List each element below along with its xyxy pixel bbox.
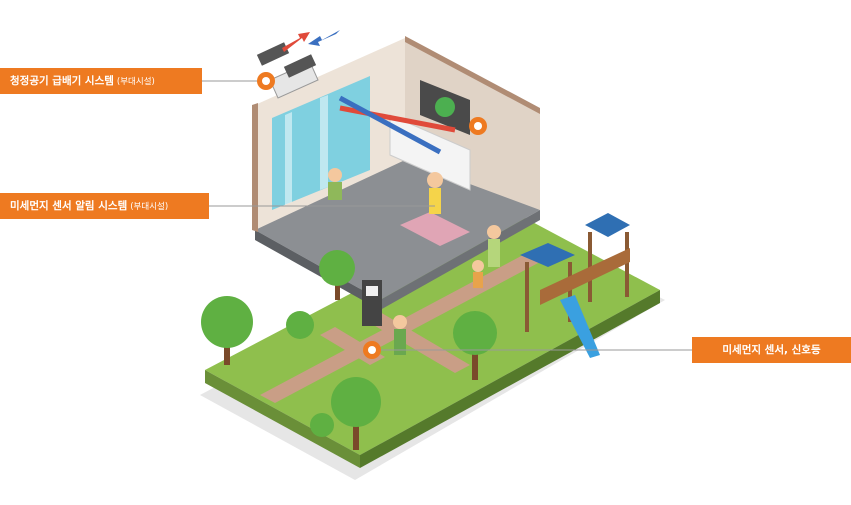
callout-dust-alert: 미세먼지 센서 알림 시스템(부대시설)	[0, 193, 209, 219]
arrow-intake	[308, 30, 340, 46]
callout-dust-sensor-text: 미세먼지 센서, 신호등	[722, 344, 821, 356]
air-duct-unit	[256, 42, 319, 99]
location-marker	[469, 117, 487, 135]
tree	[331, 377, 381, 450]
tree	[453, 311, 497, 380]
callout-air-system-text: 청정공기 급배기 시스템	[10, 75, 114, 87]
slide	[560, 295, 600, 358]
callout-dust-sensor: 미세먼지 센서, 신호등	[692, 337, 851, 363]
tree	[201, 296, 253, 365]
person-walker	[393, 315, 407, 355]
arrow-exhaust	[282, 32, 310, 52]
airflow-arrow-blue	[338, 95, 442, 155]
location-marker	[363, 341, 381, 359]
tree	[319, 250, 355, 300]
callout-air-system: 청정공기 급배기 시스템(부대시설)	[0, 68, 202, 94]
callout-dust-alert-sub: (부대시설)	[130, 202, 169, 212]
person-father	[487, 225, 501, 267]
callout-dust-alert-text: 미세먼지 센서 알림 시스템	[10, 200, 128, 212]
location-marker	[257, 72, 275, 90]
bush	[286, 311, 334, 437]
sensor-kiosk	[362, 280, 382, 326]
airflow-arrow-red	[339, 105, 456, 133]
person-cyclist	[328, 168, 342, 200]
person-yoga	[427, 172, 443, 214]
callout-air-system-sub: (부대시설)	[116, 77, 155, 87]
yoga-mat	[400, 212, 470, 246]
playground	[520, 213, 630, 358]
person-child	[472, 260, 484, 288]
